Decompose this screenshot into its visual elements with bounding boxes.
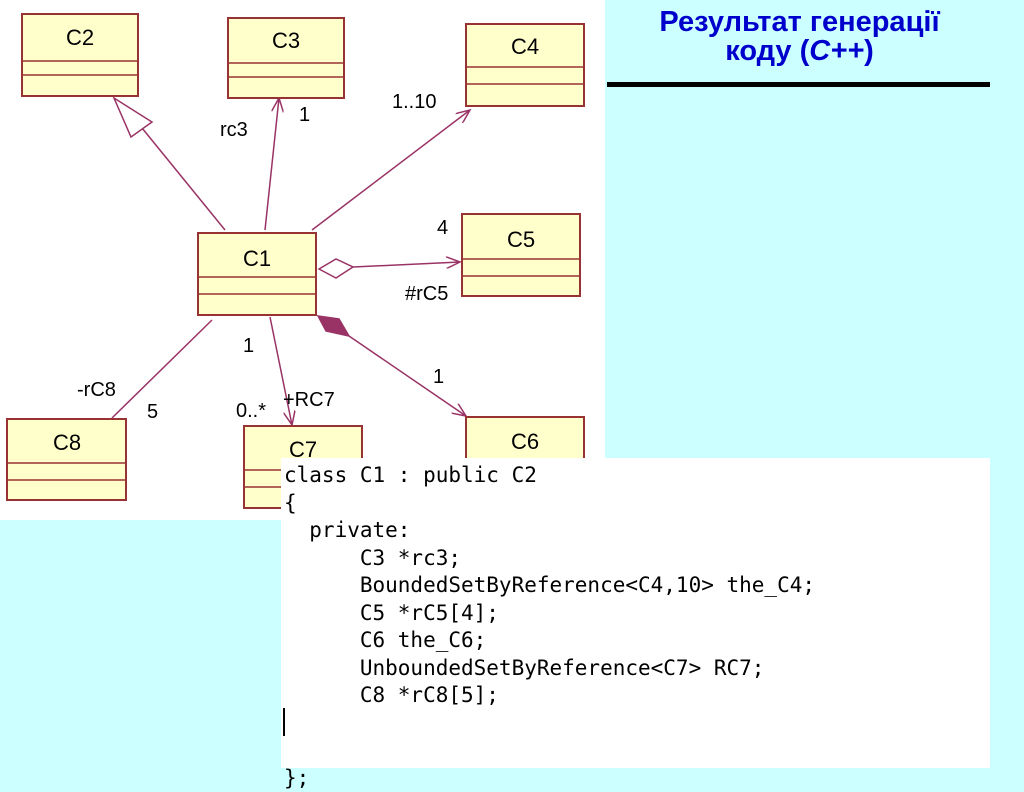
association-c1-c4 [312, 110, 470, 230]
text-cursor [283, 708, 285, 736]
role-label-rc5: #rC5 [405, 283, 448, 305]
code-listing: class C1 : public C2{ private: C3 *rc3; … [284, 462, 815, 792]
association-c1-c3 [265, 98, 279, 230]
class-name: C3 [272, 28, 300, 53]
title-prefix: коду ( [725, 35, 809, 67]
title-line-1: Результат генерації [607, 8, 992, 37]
code-line [284, 710, 815, 738]
code-panel: class C1 : public C2{ private: C3 *rc3; … [281, 458, 990, 768]
code-line: C6 the_C6; [284, 627, 815, 655]
class-c2: C2 [22, 14, 138, 96]
code-line: UnboundedSetByReference<C7> RC7; [284, 655, 815, 683]
aggregation-c1-c5 [319, 259, 460, 278]
class-name: C4 [511, 34, 539, 59]
multiplicity-label-c5: 4 [437, 217, 448, 239]
class-name: C8 [53, 430, 81, 455]
class-c4: C4 [466, 24, 584, 106]
code-line: private: [284, 517, 815, 545]
code-line: C3 *rc3; [284, 545, 815, 573]
code-line: BoundedSetByReference<C4,10> the_C4; [284, 572, 815, 600]
class-name: C5 [507, 227, 535, 252]
class-name: C6 [511, 429, 539, 454]
generalization-c1-c2 [114, 98, 225, 230]
code-line: class C1 : public C2 [284, 462, 815, 490]
class-name: C2 [66, 25, 94, 50]
multiplicity-label-c6: 1 [433, 366, 444, 388]
multiplicity-label-c7: 0..* [236, 400, 266, 422]
role-label-rc7: +RC7 [283, 389, 335, 411]
class-c3: C3 [228, 18, 344, 98]
class-name: C1 [243, 246, 271, 271]
multiplicity-label-c8: 5 [147, 401, 158, 423]
association-c1-c8 [112, 320, 212, 418]
title-underline [607, 82, 990, 87]
uml-diagram-panel: C2 C3 C4 C1 C5 [0, 0, 605, 520]
role-label-rc8: -rC8 [77, 379, 116, 401]
code-line: C5 *rC5[4]; [284, 600, 815, 628]
code-line: }; [284, 765, 815, 792]
title-suffix: ) [864, 35, 874, 67]
title-line-2: коду (C++) [607, 37, 992, 66]
title-language: C++ [809, 35, 864, 67]
uml-class-diagram: C2 C3 C4 C1 C5 [0, 0, 605, 520]
code-line [284, 737, 815, 765]
code-line: { [284, 490, 815, 518]
code-line: C8 *rC8[5]; [284, 682, 815, 710]
slide-title: Результат генерації коду (C++) [607, 8, 992, 66]
class-c1: C1 [198, 233, 316, 315]
multiplicity-label-c3: 1 [299, 104, 310, 126]
role-label-rc3: rc3 [220, 119, 248, 141]
class-c5: C5 [462, 214, 580, 296]
class-c8: C8 [7, 419, 126, 500]
multiplicity-label-c1-to-c7: 1 [243, 335, 254, 357]
multiplicity-label-c4: 1..10 [392, 91, 436, 113]
